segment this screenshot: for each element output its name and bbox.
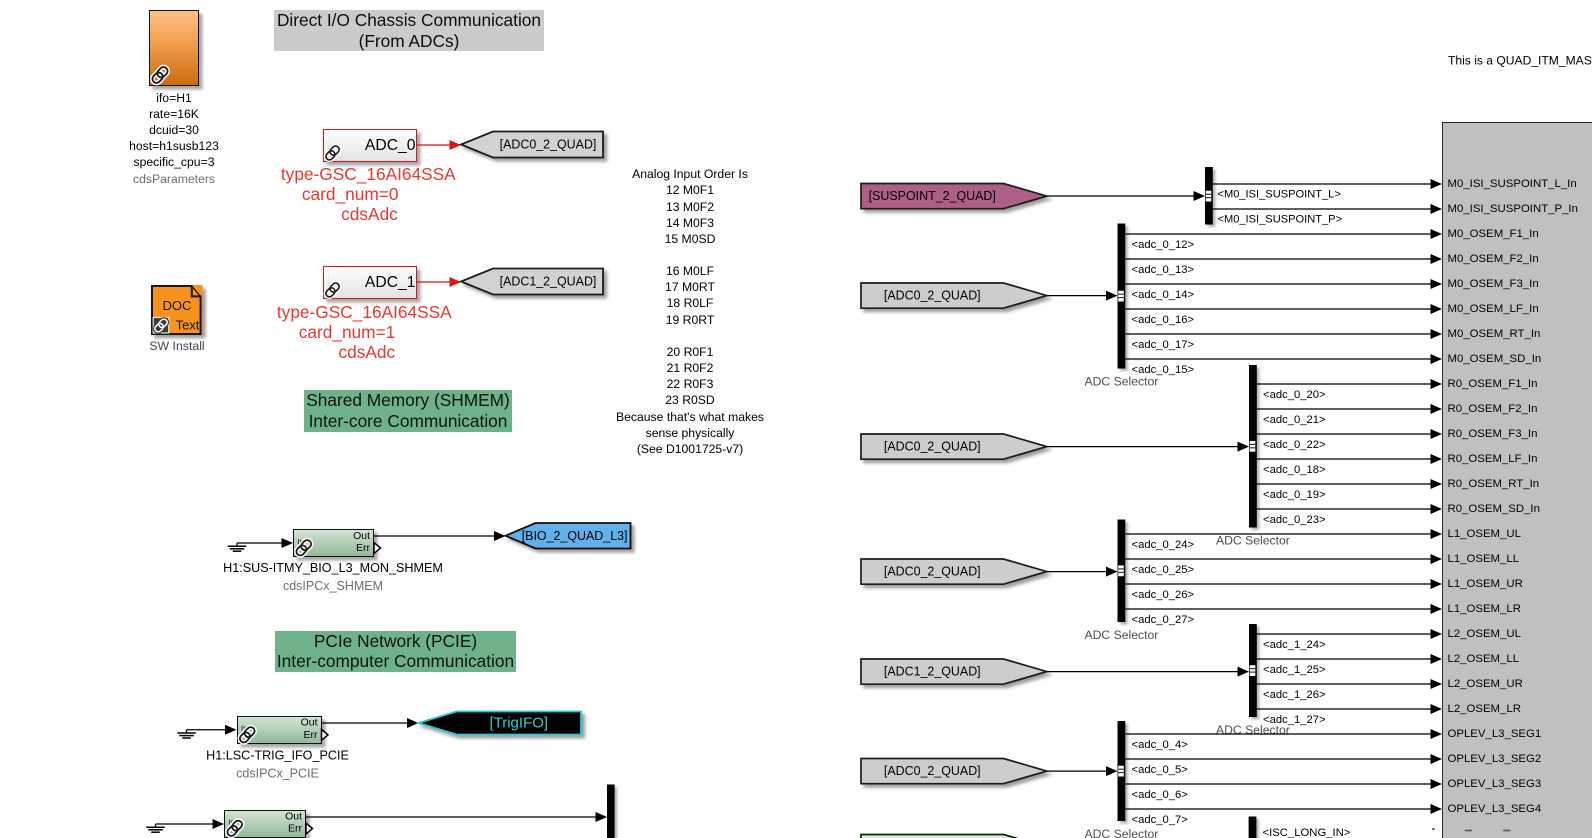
svg-text:L2_OSEM_UL: L2_OSEM_UL <box>1448 628 1521 640</box>
svg-text:<adc_0_17>: <adc_0_17> <box>1132 339 1195 351</box>
svg-text:[ADC1_2_QUAD]: [ADC1_2_QUAD] <box>500 275 597 289</box>
svg-text:<adc_0_26>: <adc_0_26> <box>1132 589 1195 601</box>
svg-text:R0_OSEM_F2_In: R0_OSEM_F2_In <box>1448 403 1538 415</box>
svg-text:L2_OSEM_LL: L2_OSEM_LL <box>1448 653 1520 665</box>
svg-text:ADC Selector: ADC Selector <box>1216 723 1290 737</box>
svg-text:In: In <box>241 724 247 733</box>
svg-text:Out: Out <box>285 811 302 823</box>
svg-text:ADC Selector: ADC Selector <box>1084 628 1158 642</box>
svg-text:[SUSPOINT_2_QUAD]: [SUSPOINT_2_QUAD] <box>869 189 996 203</box>
svg-text:<adc_0_13>: <adc_0_13> <box>1132 264 1195 276</box>
svg-text:<adc_0_12>: <adc_0_12> <box>1132 239 1195 251</box>
svg-text:L2_OSEM_UR: L2_OSEM_UR <box>1448 678 1523 690</box>
svg-text:OPLEV_L3_SEG2: OPLEV_L3_SEG2 <box>1448 753 1542 765</box>
svg-text:M0_OSEM_LF_In: M0_OSEM_LF_In <box>1448 303 1539 315</box>
svg-text:<adc_0_18>: <adc_0_18> <box>1263 464 1326 476</box>
svg-text:L1_OSEM_LR: L1_OSEM_LR <box>1448 603 1521 615</box>
svg-text:In: In <box>229 817 235 826</box>
svg-text:L1_OSEM_LL: L1_OSEM_LL <box>1448 553 1520 565</box>
svg-text:[ADC0_2_QUAD]: [ADC0_2_QUAD] <box>884 289 981 303</box>
svg-text:R0_OSEM_F3_In: R0_OSEM_F3_In <box>1448 428 1538 440</box>
svg-text:<adc_0_22>: <adc_0_22> <box>1263 439 1326 451</box>
svg-text:<M0_ISI_SUSPOINT_L>: <M0_ISI_SUSPOINT_L> <box>1218 189 1341 201</box>
svg-text:M0_ISI_SUSPOINT_L_In: M0_ISI_SUSPOINT_L_In <box>1448 178 1577 190</box>
svg-text:OPLEV_L3_SEG4: OPLEV_L3_SEG4 <box>1448 803 1542 815</box>
svg-text:L2_OSEM_LR: L2_OSEM_LR <box>1448 703 1521 715</box>
svg-text:<adc_0_20>: <adc_0_20> <box>1263 389 1326 401</box>
svg-text:cdsIPCx_PCIE: cdsIPCx_PCIE <box>236 767 319 781</box>
svg-text:<ISC_LONG_IN>: <ISC_LONG_IN> <box>1263 827 1351 838</box>
svg-text:<adc_0_25>: <adc_0_25> <box>1132 564 1195 576</box>
svg-text:M0_OSEM_F3_In: M0_OSEM_F3_In <box>1448 278 1539 290</box>
svg-text:<adc_0_23>: <adc_0_23> <box>1263 514 1326 526</box>
svg-text:ADC Selector: ADC Selector <box>1216 534 1290 548</box>
svg-text:<adc_0_5>: <adc_0_5> <box>1132 764 1189 776</box>
svg-text:Text: Text <box>176 318 200 333</box>
svg-text:<adc_1_24>: <adc_1_24> <box>1263 639 1326 651</box>
svg-text:<adc_0_27>: <adc_0_27> <box>1132 614 1195 626</box>
svg-text:<adc_0_15>: <adc_0_15> <box>1132 364 1195 376</box>
svg-text:cdsIPCx_SHMEM: cdsIPCx_SHMEM <box>283 579 383 593</box>
svg-text:<M0_ISI_SUSPOINT_P>: <M0_ISI_SUSPOINT_P> <box>1218 214 1343 226</box>
svg-text:R0_OSEM_LF_In: R0_OSEM_LF_In <box>1448 453 1538 465</box>
svg-text:M0_ISI_SUSPOINT_P_In: M0_ISI_SUSPOINT_P_In <box>1448 203 1578 215</box>
svg-text:[ADC0_2_QUAD]: [ADC0_2_QUAD] <box>500 138 597 152</box>
svg-text:M0_OSEM_F1_In: M0_OSEM_F1_In <box>1448 228 1539 240</box>
svg-text:R0_OSEM_RT_In: R0_OSEM_RT_In <box>1448 478 1540 490</box>
svg-text:<adc_0_7>: <adc_0_7> <box>1132 814 1189 826</box>
svg-text:M0_OSEM_F2_In: M0_OSEM_F2_In <box>1448 253 1539 265</box>
svg-text:M0_OSEM_RT_In: M0_OSEM_RT_In <box>1448 328 1541 340</box>
svg-text:This is a QUAD_ITM_MASTER mode: This is a QUAD_ITM_MASTER model <box>1448 54 1592 68</box>
svg-text:Err: Err <box>304 729 319 741</box>
svg-text:SW Install: SW Install <box>149 339 204 353</box>
svg-text:R0_OSEM_SD_In: R0_OSEM_SD_In <box>1448 503 1540 515</box>
svg-text:Out: Out <box>353 530 370 542</box>
svg-text:ADC Selector: ADC Selector <box>1084 375 1158 389</box>
svg-text:ADC Selector: ADC Selector <box>1084 827 1158 838</box>
svg-text:[ADC0_2_QUAD]: [ADC0_2_QUAD] <box>884 764 981 778</box>
svg-text:<adc_1_25>: <adc_1_25> <box>1263 664 1326 676</box>
svg-text:Err: Err <box>356 542 371 554</box>
svg-text:OPLEV_L3_SEG3: OPLEV_L3_SEG3 <box>1448 778 1542 790</box>
svg-text:OPLEV_L3_SEG1: OPLEV_L3_SEG1 <box>1448 728 1542 740</box>
svg-text:<adc_1_26>: <adc_1_26> <box>1263 689 1326 701</box>
svg-text:L1_OSEM_UR: L1_OSEM_UR <box>1448 578 1523 590</box>
svg-text:<adc_0_19>: <adc_0_19> <box>1263 489 1326 501</box>
svg-text:[TrigIFO]: [TrigIFO] <box>489 715 548 732</box>
svg-text:DOC: DOC <box>163 298 192 313</box>
svg-text:[ADC0_2_QUAD]: [ADC0_2_QUAD] <box>884 440 981 454</box>
svg-text:M0_OSEM_SD_In: M0_OSEM_SD_In <box>1448 353 1542 365</box>
svg-text:Err: Err <box>288 823 303 835</box>
svg-text:<adc_0_14>: <adc_0_14> <box>1132 289 1195 301</box>
svg-text:R0_OSEM_F1_In: R0_OSEM_F1_In <box>1448 378 1538 390</box>
svg-text:<adc_0_21>: <adc_0_21> <box>1263 414 1326 426</box>
svg-text:H1:LSC-TRIG_IFO_PCIE: H1:LSC-TRIG_IFO_PCIE <box>206 749 349 763</box>
svg-text:<adc_0_4>: <adc_0_4> <box>1132 739 1189 751</box>
svg-text:<adc_0_24>: <adc_0_24> <box>1132 539 1195 551</box>
svg-text:<adc_0_6>: <adc_0_6> <box>1132 789 1189 801</box>
svg-text:[ADC1_2_QUAD]: [ADC1_2_QUAD] <box>884 665 981 679</box>
svg-text:In: In <box>298 537 304 546</box>
svg-text:L1_OSEM_UL: L1_OSEM_UL <box>1448 528 1521 540</box>
svg-text:[ADC0_2_QUAD]: [ADC0_2_QUAD] <box>884 565 981 579</box>
svg-text:Out: Out <box>301 717 318 729</box>
svg-text:[BIO_2_QUAD_L3]: [BIO_2_QUAD_L3] <box>522 529 628 543</box>
svg-text:H1:SUS-ITMY_BIO_L3_MON_SHMEM: H1:SUS-ITMY_BIO_L3_MON_SHMEM <box>223 561 443 575</box>
svg-text:<adc_0_16>: <adc_0_16> <box>1132 314 1195 326</box>
svg-text:<adc_1_27>: <adc_1_27> <box>1263 714 1326 726</box>
